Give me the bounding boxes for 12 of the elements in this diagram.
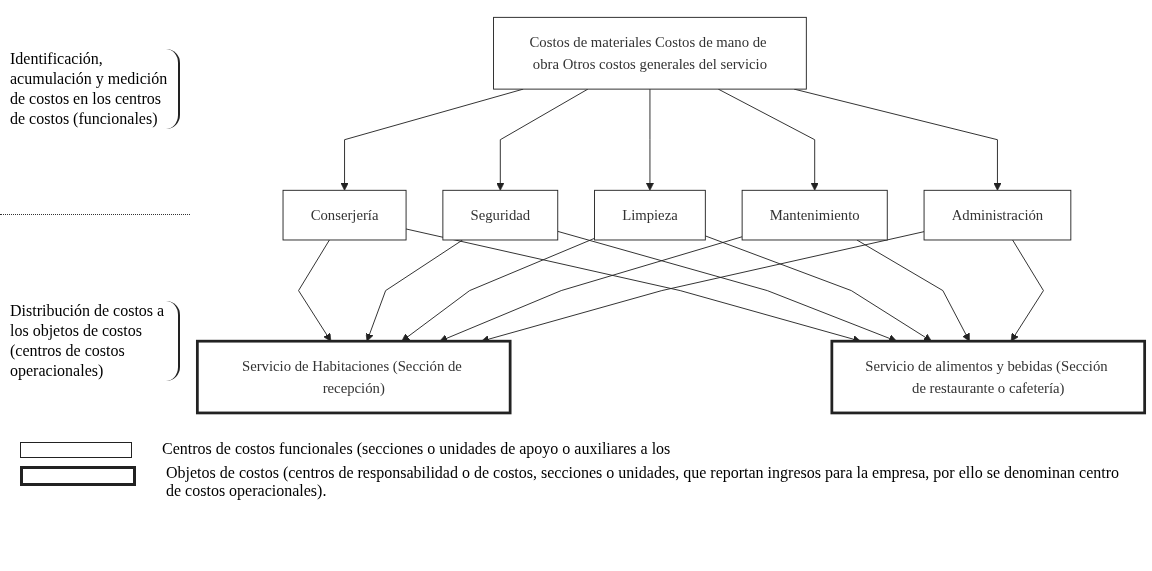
node-box: Mantenimiento xyxy=(741,189,888,241)
node-box: Costos de materiales Costos de mano de obra Otros costos generales del servicio xyxy=(493,16,807,90)
node-box: Conserjería xyxy=(282,189,407,241)
node-box: Servicio de alimentos y bebidas (Sección de restaurante o cafetería) xyxy=(830,339,1147,415)
node-box: Seguridad xyxy=(442,189,559,241)
node-box: Limpieza xyxy=(594,189,706,241)
legend-text: Centros de costos funcionales (secciones o unidades de apoyo o auxiliares a los xyxy=(162,440,671,458)
node-box: Administración xyxy=(923,189,1072,241)
node-box: Servicio de Habitaciones (Sección de recepción) xyxy=(196,339,512,415)
legend-text: Objetos de costos (centros de responsabilidad o de costos, secciones o unidades, que reportan ingresos para la empresa, por ello se denominan centro de costos operacionales). xyxy=(166,464,1121,500)
section-note: Distribución de costos a los objetos de costos (centros de costos operacionales) xyxy=(10,301,180,382)
section-note: Identificación, acumulación y medición de costos en los centros de costos (funcionales) xyxy=(10,48,180,129)
